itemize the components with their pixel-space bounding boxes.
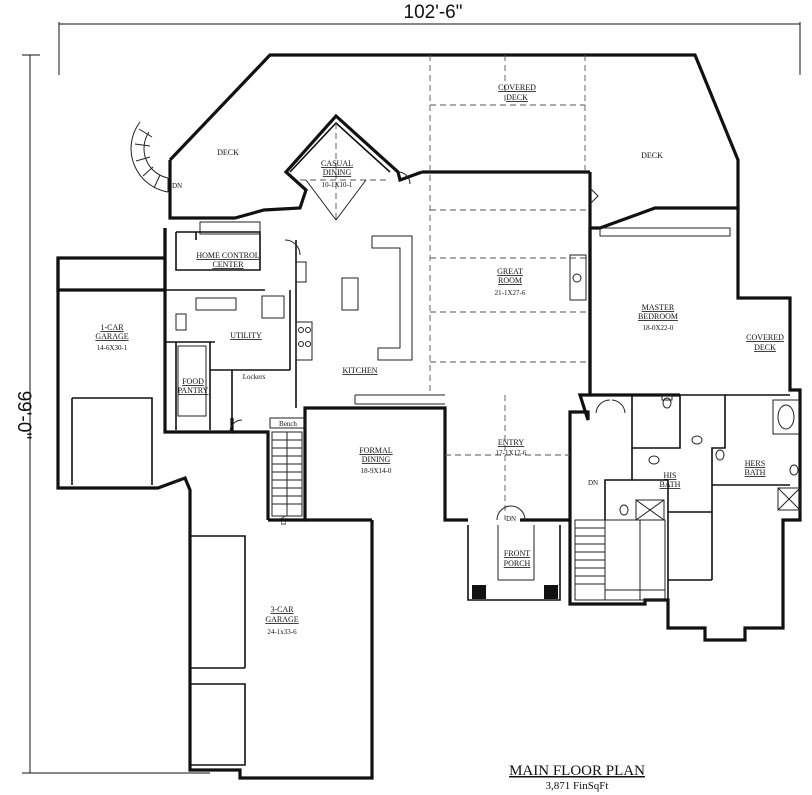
front-porch-line2: PORCH: [504, 559, 531, 568]
great-room-size: 21-1X27-6: [495, 289, 526, 297]
bath-fixtures: [619, 395, 801, 521]
garage-3car-size: 24-1x33-6: [267, 628, 297, 636]
depth-dimension-label: 99'-0": [13, 391, 34, 439]
kitchen-label: KITCHEN: [342, 366, 377, 375]
casual-dining-bay: [289, 121, 391, 221]
master-bedroom-line1: MASTER: [642, 303, 675, 312]
hers-bath-line2: BATH: [745, 468, 766, 477]
exterior-walls: [56, 53, 802, 780]
deck-left-label: DECK: [217, 148, 239, 157]
covered-deck-right-line2: DECK: [754, 343, 776, 352]
main-stair: [271, 431, 303, 517]
garage-1car-line2: GARAGE: [95, 332, 128, 341]
home-control-line1: HOME CONTROL: [196, 251, 259, 260]
covered-deck-lines: [429, 55, 590, 520]
lockers-label: Lockers: [243, 373, 266, 381]
fireplace: [569, 254, 587, 301]
interior-walls: [71, 221, 790, 766]
casual-dining-line2: DINING: [323, 168, 352, 177]
deck-right-label: DECK: [641, 151, 663, 160]
kitchen-fixtures: [295, 235, 445, 405]
his-bath-line2: BATH: [660, 480, 681, 489]
entry-label: ENTRY: [498, 438, 524, 447]
entry-size: 17-1X17-6: [496, 449, 527, 457]
width-dimension-label: 102'-6": [404, 2, 463, 23]
spiral-stair: [130, 121, 169, 193]
plan-area: 3,871 FinSqFt: [546, 780, 609, 792]
home-control-line2: CENTER: [212, 260, 244, 269]
formal-dining-size: 18-9X14-0: [361, 467, 392, 475]
front-porch-line1: FRONT: [504, 549, 530, 558]
garage-3car-line2: GARAGE: [265, 615, 298, 624]
his-bath-line1: HIS: [664, 471, 677, 480]
great-room-line2: ROOM: [498, 276, 522, 285]
bench-label: Bench: [279, 420, 297, 428]
hers-bath-line1: HERS: [745, 459, 765, 468]
dimension-lines: [22, 22, 801, 774]
stair-dn-label-4: DN: [506, 515, 516, 523]
stair-dn-label-2: DN: [280, 515, 288, 525]
formal-dining-line2: DINING: [362, 455, 391, 464]
garage-3car-line1: 3-CAR: [270, 605, 294, 614]
plan-title: MAIN FLOOR PLAN: [509, 763, 645, 779]
casual-dining-line1: CASUAL: [321, 159, 353, 168]
stair-dn-label-1: DN: [172, 182, 182, 190]
garage-1car-line1: 1-CAR: [100, 323, 124, 332]
master-bedroom-size: 18-0X22-0: [643, 324, 674, 332]
covered-deck-top-line1: COVERED: [498, 83, 536, 92]
entry-stair: [574, 519, 666, 601]
formal-dining-line1: FORMAL: [359, 446, 392, 455]
master-closet: [599, 227, 731, 237]
great-room-line1: GREAT: [497, 267, 523, 276]
stair-dn-label-3: DN: [588, 479, 598, 487]
utility-label: UTILITY: [230, 331, 262, 340]
door-swings: [174, 171, 626, 521]
garage-1car-size: 14-6X30-1: [97, 344, 128, 352]
food-pantry-line2: PANTRY: [178, 386, 209, 395]
master-bedroom-line2: BEDROOM: [638, 312, 678, 321]
covered-deck-top-line2: DECK: [506, 93, 528, 102]
casual-dining-size: 10-1X10-1: [322, 181, 353, 189]
utility-fixtures: [175, 295, 285, 417]
food-pantry-line1: FOOD: [182, 377, 204, 386]
covered-deck-right-line1: COVERED: [746, 333, 784, 342]
